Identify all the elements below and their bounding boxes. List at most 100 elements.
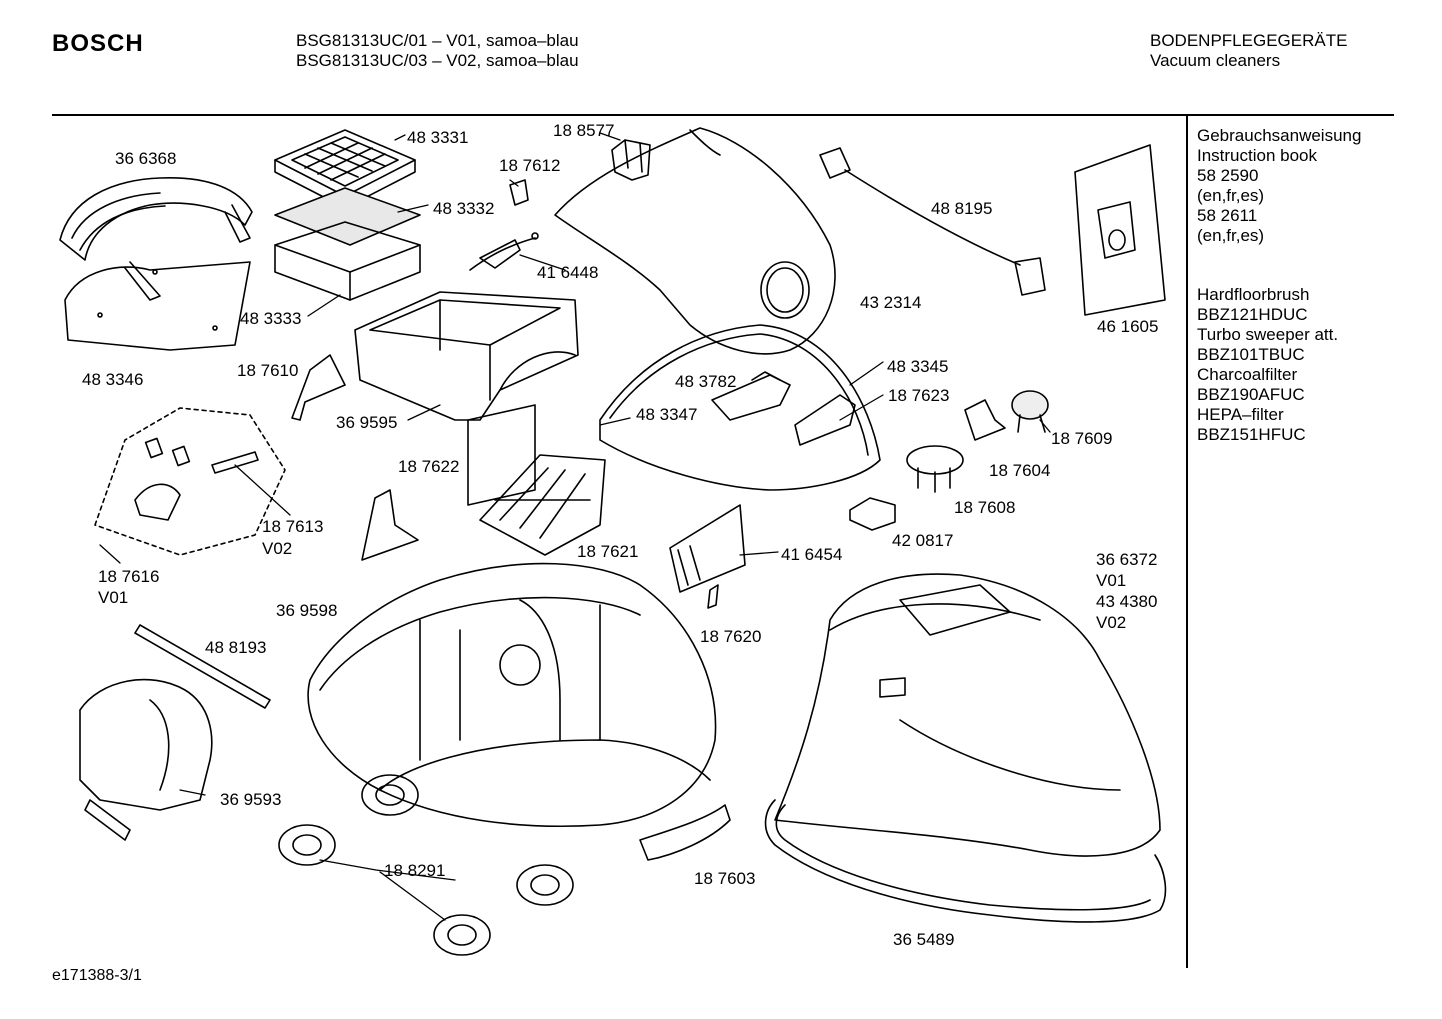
header-divider [52,114,1394,116]
latch-18-7612-part [509,179,529,206]
tube-48-8193-part [134,624,271,709]
filter-block-part [274,221,421,301]
brand-logo: BOSCH [52,30,144,57]
label-36-6368: 36 6368 [115,149,177,168]
label-48-3346: 48 3346 [82,370,144,389]
manual-line: (en,fr,es) [1197,186,1265,205]
label-18-7616-variant: V01 [98,588,129,607]
main-body-part [307,562,717,827]
accessory-line: Charcoalfilter [1197,365,1298,384]
label-46-1605: 46 1605 [1097,317,1159,336]
manual-line: Gebrauchsanweisung [1197,126,1362,145]
frame-41-6454-part [669,504,746,593]
label-36-6372: 36 6372 [1096,550,1158,569]
wheel-part [278,824,336,866]
manual-line: 58 2611 [1197,206,1258,225]
label-36-5489: 36 5489 [893,930,955,949]
label-36-6372-variant: V01 [1096,571,1127,590]
category-block: BODENPFLEGEGERÄTE Vacuum cleaners [1150,31,1347,71]
label-18-7622: 18 7622 [398,457,460,476]
label-18-8577: 18 8577 [553,121,615,140]
label-36-9593: 36 9593 [220,790,282,809]
label-18-7616: 18 7616 [98,567,160,586]
label-36-9595: 36 9595 [336,413,398,432]
document-reference: e171388-3/1 [52,967,142,984]
label-48-8195: 48 8195 [931,199,993,218]
label-43-4380-variant: V02 [1096,613,1127,632]
button-48-3345-part [794,394,856,446]
accessory-line: BBZ190AFUC [1197,385,1305,404]
sidebar-divider [1186,116,1188,968]
label-18-7620: 18 7620 [700,627,762,646]
strip-18-7603-part [639,804,731,861]
dust-bag-part [1074,144,1166,316]
label-48-3345: 48 3345 [887,357,949,376]
filter-pad-part [274,187,421,246]
model-line-1: BSG81313UC/01 – V01, samoa–blau [296,31,579,50]
label-18-7613: 18 7613 [262,517,324,536]
filter-housing-part [354,291,579,421]
manual-line: 58 2590 [1197,166,1259,185]
label-48-3782: 48 3782 [675,372,737,391]
label-48-3331: 48 3331 [407,128,469,147]
accessory-line: BBZ151HFUC [1197,425,1306,444]
label-41-6454: 41 6454 [781,545,843,564]
label-48-3332: 48 3332 [433,199,495,218]
filter-frame-part [274,129,416,209]
accessory-line: Hardfloorbrush [1197,285,1310,304]
cover-36-9593-part [79,678,213,841]
category-de: BODENPFLEGEGERÄTE [1150,31,1348,50]
label-18-7609: 18 7609 [1051,429,1113,448]
handle-part [59,177,253,301]
grille-18-7608-part [906,445,964,493]
manual-line: (en,fr,es) [1197,226,1265,245]
plug-42-0817-part [849,497,896,531]
lid-part [554,127,836,355]
upper-shell-part [774,573,1161,857]
label-18-7623: 18 7623 [888,386,950,405]
latch-18-7623-part [964,399,1006,441]
label-18-7603: 18 7603 [694,869,756,888]
sheet-18-7622-part [467,404,536,506]
bracket-group-18-7616 [94,407,286,556]
label-18-7608: 18 7608 [954,498,1016,517]
accessory-line: Turbo sweeper att. [1197,325,1339,344]
label-18-7621: 18 7621 [577,542,639,561]
bumper-36-5489-part [764,799,1167,923]
label-18-7610: 18 7610 [237,361,299,380]
cable-48-8195-part [819,147,1046,296]
label-43-4380: 43 4380 [1096,592,1158,611]
model-list: BSG81313UC/01 – V01, samoa–blau BSG81313… [296,31,579,71]
cap-18-7609-part [1011,390,1049,433]
leader-lines [99,132,1051,921]
lid-gasket-part [599,324,881,491]
label-43-2314: 43 2314 [860,293,922,312]
label-36-9598: 36 9598 [276,601,338,620]
accessory-list: Hardfloorbrush BBZ121HDUC Turbo sweeper … [1197,285,1338,445]
label-41-6448: 41 6448 [537,263,599,282]
wheel-part [361,774,419,816]
label-18-8291: 18 8291 [384,861,446,880]
accessory-line: BBZ101TBUC [1197,345,1305,364]
clip-18-8577-part [611,139,651,181]
accessory-line: HEPA–filter [1197,405,1284,424]
category-en: Vacuum cleaners [1150,51,1281,70]
button-48-3782-part [711,371,791,421]
support-18-7613-part [361,489,419,561]
label-48-3347: 48 3347 [636,405,698,424]
wheel-part [516,864,574,906]
model-line-2: BSG81313UC/03 – V02, samoa–blau [296,51,579,70]
accessory-line: BBZ121HDUC [1197,305,1308,324]
spring-41-6448-part [469,232,539,271]
label-18-7613-variant: V02 [262,539,293,558]
clip-18-7620-part [707,584,719,609]
manual-list: Gebrauchsanweisung Instruction book 58 2… [1197,126,1361,246]
wheel-part [433,914,491,956]
label-42-0817: 42 0817 [892,531,954,550]
label-48-3333: 48 3333 [240,309,302,328]
label-48-8193: 48 8193 [205,638,267,657]
manual-line: Instruction book [1197,146,1318,165]
label-18-7612: 18 7612 [499,156,561,175]
grid-18-7621-part [479,454,606,556]
